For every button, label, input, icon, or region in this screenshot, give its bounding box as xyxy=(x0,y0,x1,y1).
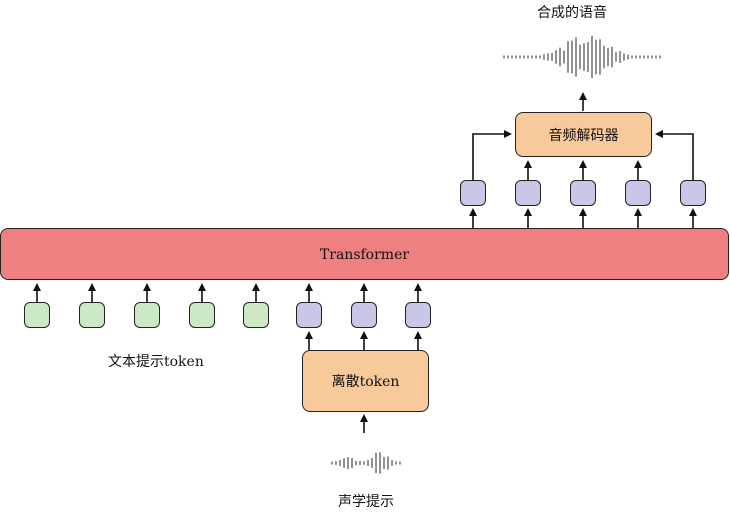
acoustic-token xyxy=(351,302,377,328)
text-prompt-token xyxy=(24,302,50,328)
transformer-label: Transformer xyxy=(319,247,410,263)
transformer-block xyxy=(0,228,729,280)
output-token xyxy=(460,180,486,206)
acoustic-token xyxy=(405,302,431,328)
text-prompt-label: 文本提示token xyxy=(108,354,204,370)
text-prompt-token xyxy=(79,302,105,328)
output-token xyxy=(515,180,541,206)
text-prompt-token xyxy=(189,302,215,328)
output-token xyxy=(625,180,651,206)
synthesized-waveform xyxy=(503,35,661,79)
acoustic-prompt-waveform xyxy=(331,452,401,474)
output-token xyxy=(570,180,596,206)
discrete-token-box: 离散token xyxy=(302,350,429,412)
discrete-token-label: 离散token xyxy=(331,374,400,390)
synthesized-speech-label: 合成的语音 xyxy=(537,5,607,21)
arrow-token-to-decoder-left xyxy=(472,130,512,180)
arrow-token-to-decoder-right xyxy=(655,130,694,180)
acoustic-token xyxy=(296,302,322,328)
output-token xyxy=(680,180,706,206)
text-prompt-token xyxy=(134,302,160,328)
text-prompt-token xyxy=(243,302,269,328)
acoustic-prompt-label: 声学提示 xyxy=(338,494,394,510)
audio-decoder-box: 音频解码器 xyxy=(515,112,652,157)
audio-decoder-label: 音频解码器 xyxy=(548,127,619,144)
